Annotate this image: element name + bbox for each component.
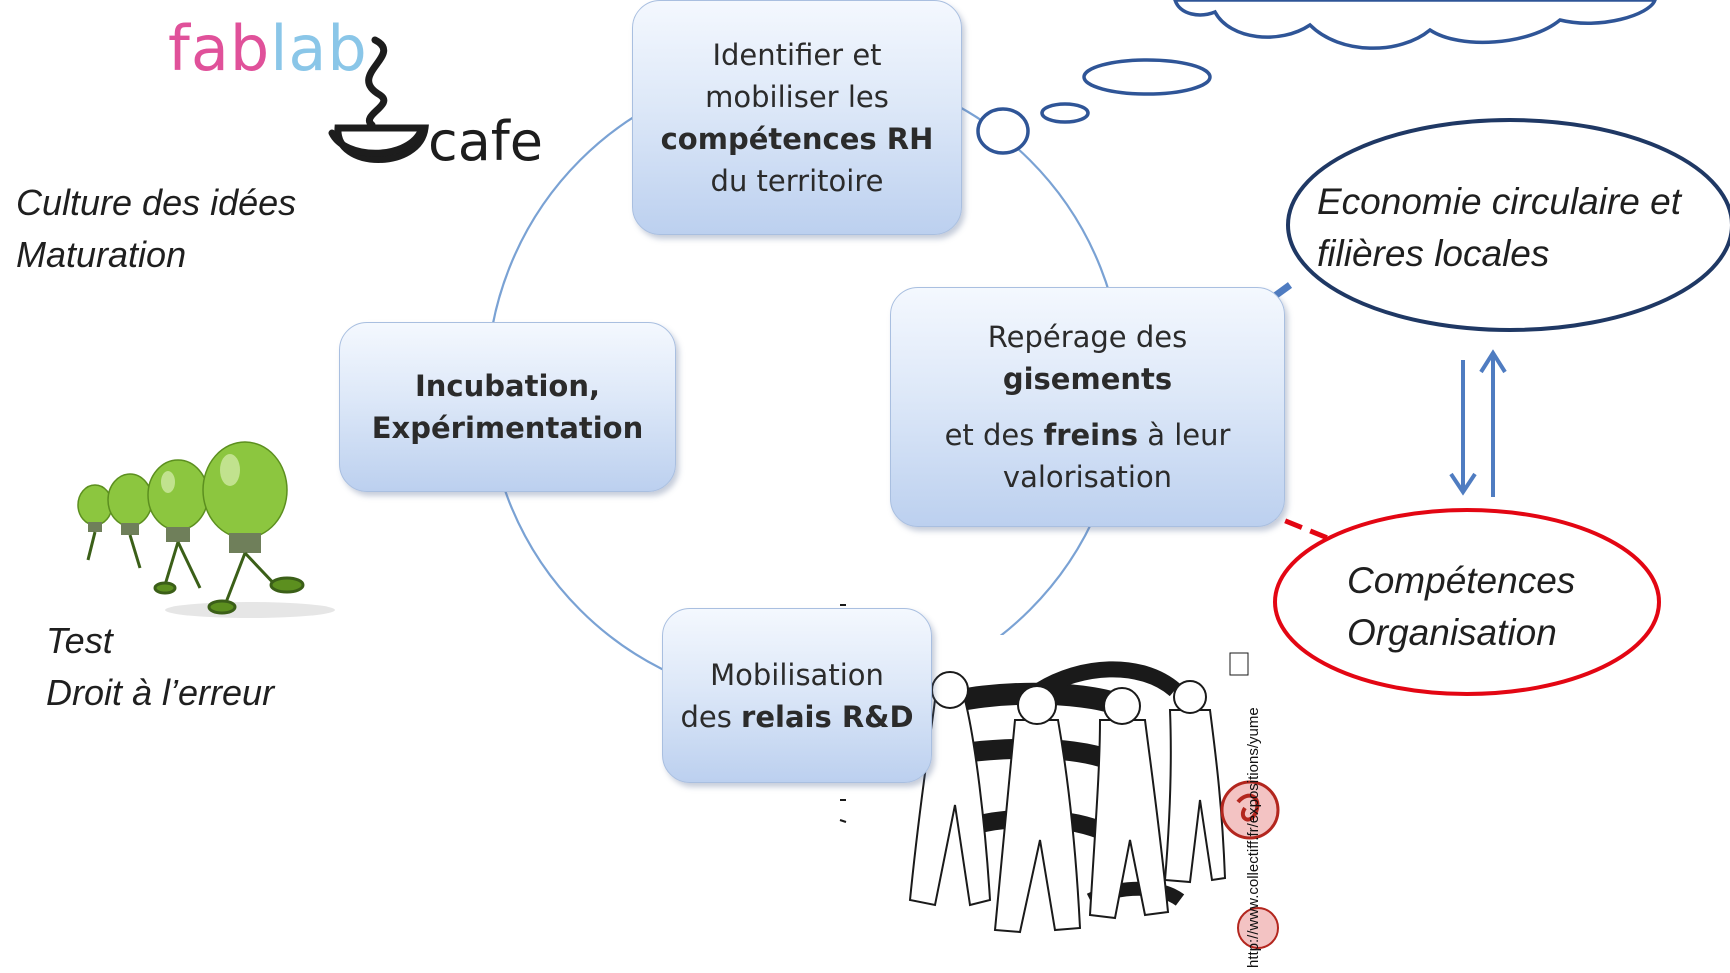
- box-bottom-line1: Mobilisation: [710, 657, 884, 692]
- box-top-line4: du territoire: [710, 163, 884, 198]
- note-test: Test: [46, 620, 113, 661]
- box-top-line2: mobiliser les: [705, 79, 889, 114]
- image-credit-url: http://www.collectiff.fr/expositions/yum…: [1245, 707, 1262, 968]
- note-culture: Culture des idées: [16, 182, 297, 223]
- economie-line1: Economie circulaire et: [1317, 181, 1681, 222]
- fablab-logo: fablab: [168, 18, 368, 80]
- exchange-arrows: [1449, 349, 1507, 497]
- coffee-cup-icon: [328, 36, 429, 163]
- thought-cloud: [976, 0, 1657, 155]
- box-right-line4: valorisation: [1002, 460, 1173, 494]
- competences-ellipse: [1273, 508, 1661, 696]
- competences-line1: Compétences: [1347, 560, 1576, 601]
- box-top-line3: compétences RH: [660, 121, 934, 156]
- box-left-line1: Incubation,: [415, 369, 600, 403]
- box-top-line1: Identifier et: [712, 37, 882, 72]
- competences-line2: Organisation: [1347, 612, 1557, 653]
- box-bottom-line2-bold: relais R&D: [741, 699, 914, 734]
- logo-lab-text: lab: [270, 12, 368, 85]
- box-right-line1: Repérage des: [987, 320, 1188, 354]
- lightbulbs-image: [77, 441, 335, 618]
- sketch-illustration: [839, 604, 1280, 973]
- note-droit-erreur: Droit à l’erreur: [46, 672, 275, 713]
- note-maturation: Maturation: [16, 234, 187, 275]
- box-right-line2: gisements: [1002, 362, 1173, 396]
- thought-bubble-medium: [1040, 102, 1090, 124]
- logo-fab-text: fab: [168, 12, 271, 85]
- economie-line2: filières locales: [1317, 233, 1550, 274]
- box-incubation: Incubation, Expérimentation: [339, 322, 676, 492]
- economie-ellipse: [1286, 118, 1730, 332]
- box-bottom-line2-pre: des: [680, 699, 742, 734]
- thought-bubble-large: [1082, 58, 1212, 96]
- thought-bubble-small: [976, 107, 1030, 155]
- box-relais-rd: Mobilisation des relais R&D: [662, 608, 932, 783]
- cafe-logo-text: cafe: [428, 110, 544, 173]
- box-right-line3-pre: et des: [944, 418, 1044, 452]
- box-left-line2: Expérimentation: [371, 411, 644, 445]
- box-gisements: Repérage des gisements et des freins à l…: [890, 287, 1285, 527]
- box-right-line3-bold: freins: [1043, 418, 1139, 452]
- box-right-line3-post: à leur: [1138, 418, 1231, 452]
- box-competences-rh: Identifier et mobiliser les compétences …: [632, 0, 962, 235]
